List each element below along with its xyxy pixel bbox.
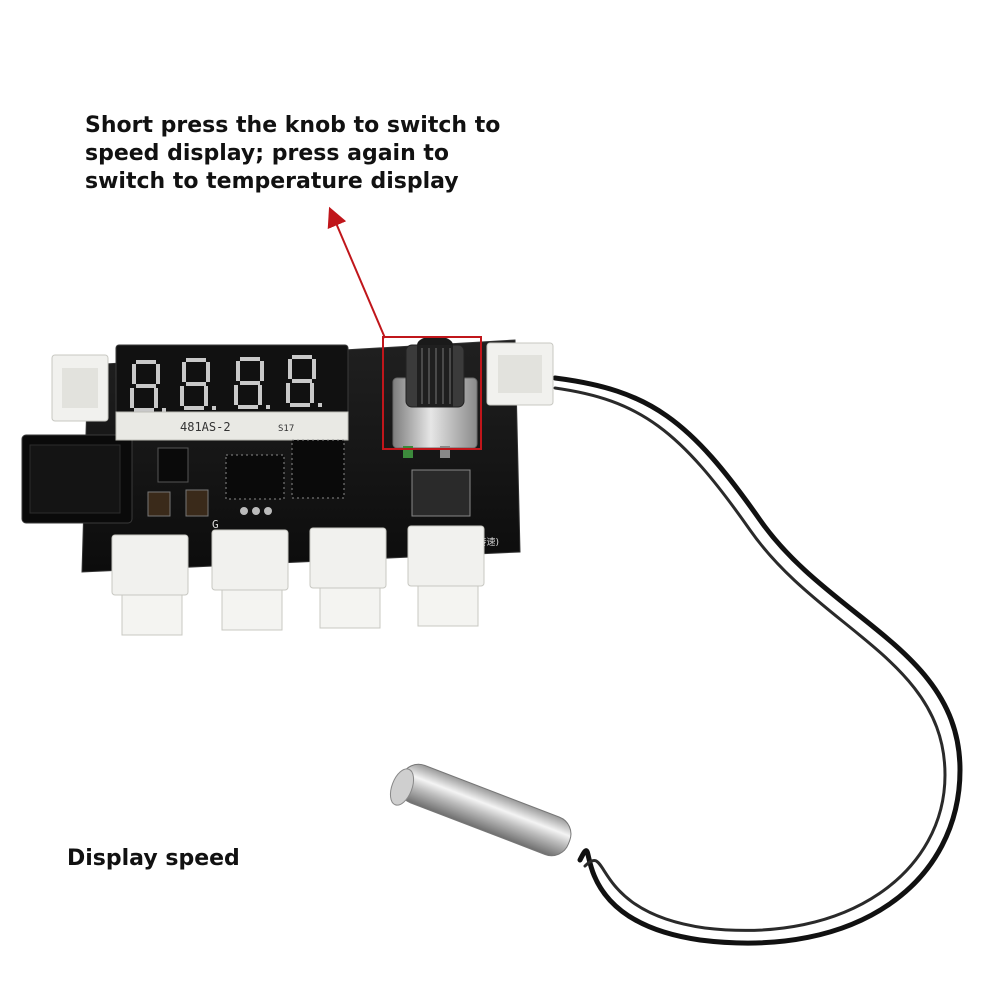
fan-header xyxy=(211,529,289,631)
led-digit xyxy=(234,357,270,409)
sensor-connector xyxy=(486,342,554,406)
rotary-encoder-knob xyxy=(392,336,478,458)
sensor-cable xyxy=(552,375,963,946)
led-digit xyxy=(180,358,216,410)
mode-caption: Display speed xyxy=(67,846,240,871)
fan-header xyxy=(309,527,387,629)
temperature-probe xyxy=(389,763,572,857)
instruction-caption: Short press the knob to switch to speed … xyxy=(85,113,501,194)
ic-chips: G (带转速) xyxy=(147,439,499,548)
callout-arrow xyxy=(327,206,386,339)
display-model-label: 481AS-2 xyxy=(180,420,231,434)
led-digit xyxy=(286,355,322,407)
knob-highlight-box xyxy=(382,336,482,450)
dc-power-jack xyxy=(21,434,133,524)
led-digit xyxy=(130,360,166,412)
input-connector-left xyxy=(51,354,109,422)
fan-header xyxy=(407,525,485,627)
pin-label: G xyxy=(212,518,219,531)
fan-controller-board: 481AS-2 S17 G (带转速) xyxy=(21,336,554,636)
display-sub-label: S17 xyxy=(278,424,294,434)
fan-header xyxy=(111,534,189,636)
led-display: 481AS-2 S17 xyxy=(115,344,349,441)
